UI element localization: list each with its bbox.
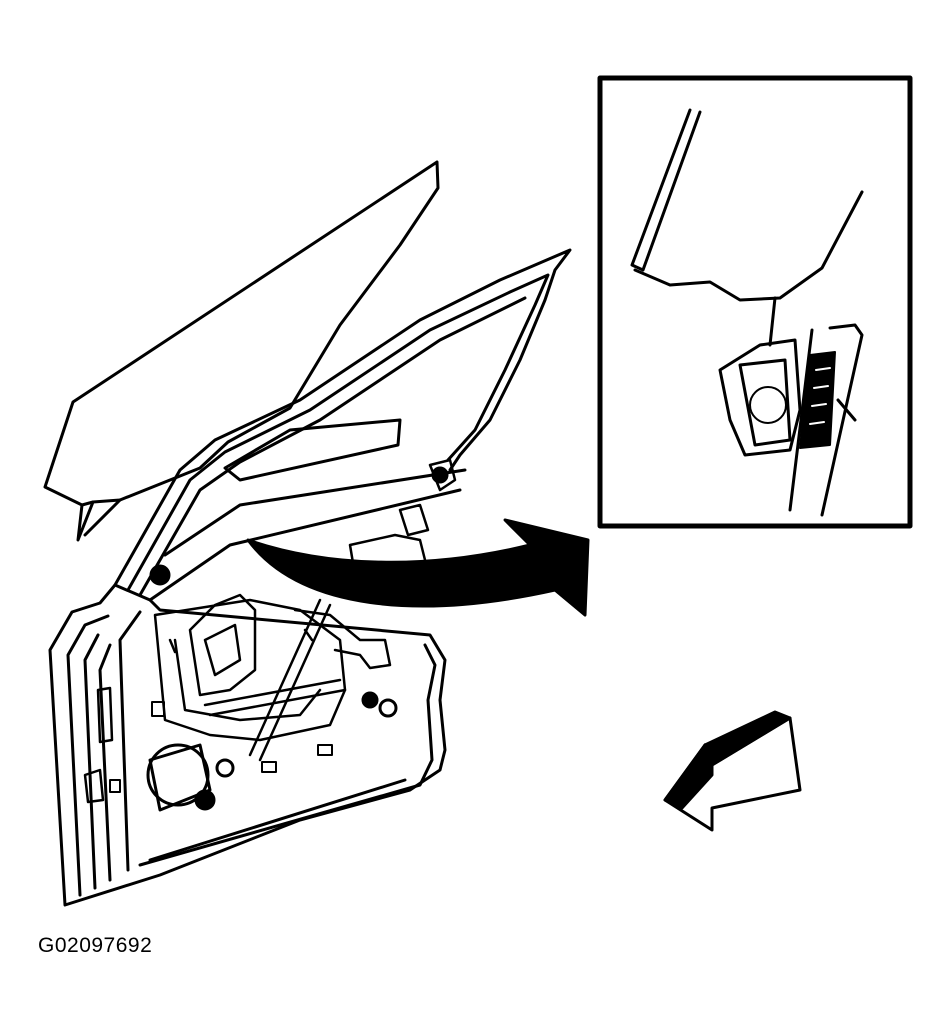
figure-reference-code: G02097692 — [38, 934, 153, 957]
door-frame — [113, 248, 572, 602]
door-body — [48, 583, 447, 907]
door-speaker — [146, 743, 212, 812]
door-small-clips — [109, 701, 333, 793]
door-access-holes — [149, 466, 449, 811]
curved-arrow-icon — [246, 518, 590, 617]
detail-inset — [597, 75, 913, 529]
front-direction-arrow-icon — [663, 710, 802, 832]
window-glass — [43, 160, 440, 542]
